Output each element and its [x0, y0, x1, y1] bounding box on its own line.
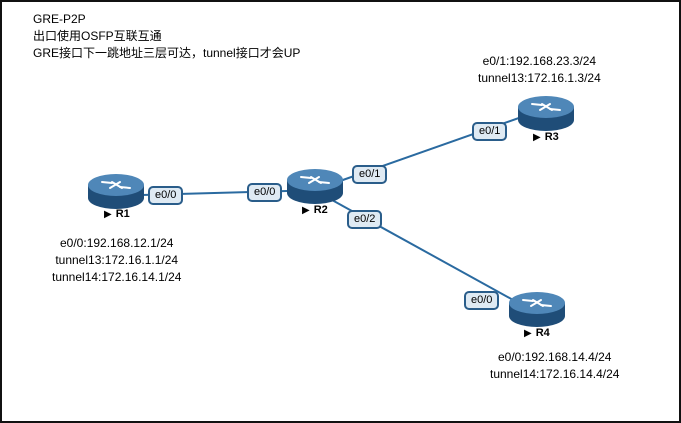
note-title: GRE-P2P — [33, 12, 86, 26]
play-icon: ▶ — [302, 205, 310, 216]
note-gre-reachability: GRE接口下一跳地址三层可达，tunnel接口才会UP — [33, 46, 301, 60]
play-icon: ▶ — [524, 328, 532, 339]
port-r1-e0-0[interactable]: e0/0 — [148, 186, 184, 205]
play-icon: ▶ — [533, 132, 541, 143]
router-r4-info: e0/0:192.168.14.4/24 tunnel14:172.16.14.… — [490, 349, 619, 383]
note-ospf: 出口使用OSFP互联互通 — [33, 29, 162, 43]
info-line: tunnel14:172.16.14.4/24 — [490, 367, 620, 381]
port-r2-e0-0[interactable]: e0/0 — [247, 183, 283, 202]
info-line: tunnel14:172.16.14.1/24 — [52, 270, 182, 284]
info-line: e0/1:192.168.23.3/24 — [482, 54, 597, 68]
info-line: e0/0:192.168.12.1/24 — [60, 236, 174, 250]
play-icon: ▶ — [104, 209, 112, 220]
port-r3-e0-1[interactable]: e0/1 — [472, 122, 508, 141]
router-r1-info: e0/0:192.168.12.1/24 tunnel13:172.16.1.1… — [52, 235, 181, 286]
info-line: tunnel13:172.16.1.1/24 — [55, 253, 179, 267]
router-r3-label: ▶R3 — [533, 131, 559, 143]
router-r1-icon[interactable] — [88, 174, 144, 209]
router-r3-icon[interactable] — [518, 96, 574, 131]
port-r4-e0-0[interactable]: e0/0 — [464, 291, 500, 310]
router-r3-info: e0/1:192.168.23.3/24 tunnel13:172.16.1.3… — [478, 53, 601, 87]
router-r4-icon[interactable] — [509, 292, 565, 327]
port-r2-e0-1[interactable]: e0/1 — [352, 165, 388, 184]
router-r2-icon[interactable] — [287, 169, 343, 204]
port-r2-e0-2[interactable]: e0/2 — [347, 210, 383, 229]
info-line: e0/0:192.168.14.4/24 — [498, 350, 612, 364]
router-r1-label: ▶R1 — [104, 208, 130, 220]
router-r4-label: ▶R4 — [524, 327, 550, 339]
info-line: tunnel13:172.16.1.3/24 — [478, 71, 601, 85]
router-r2-label: ▶R2 — [302, 204, 328, 216]
